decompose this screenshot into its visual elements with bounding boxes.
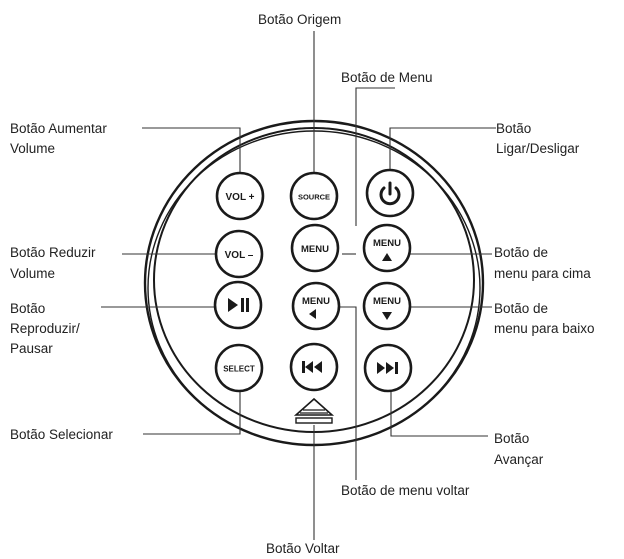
source-button[interactable]: SOURCE [289, 171, 339, 221]
label-menu: Botão de Menu [341, 70, 433, 85]
label-select: Botão Selecionar [10, 427, 113, 442]
label-back: Botão Voltar [266, 541, 340, 556]
arrow-down-icon [382, 312, 392, 320]
source-label: SOURCE [298, 193, 330, 202]
menu-left-button[interactable]: MENU [291, 281, 341, 331]
label-next-2: Avançar [494, 452, 544, 467]
play-pause-button[interactable] [213, 280, 263, 330]
power-button[interactable] [365, 168, 415, 218]
select-label: SELECT [223, 365, 255, 374]
menu-up-label: MENU [373, 238, 401, 249]
label-menu-back: Botão de menu voltar [341, 483, 470, 498]
label-vol-down-1: Botão Reduzir [10, 245, 96, 260]
callout-labels: Botão Origem Botão de Menu Botão Aumenta… [10, 12, 595, 556]
vol-up-button[interactable]: VOL + [215, 171, 265, 221]
arrow-up-icon [382, 253, 392, 261]
label-vol-up-2: Volume [10, 141, 55, 156]
label-play-pause-1: Botão [10, 301, 45, 316]
label-vol-down-2: Volume [10, 266, 55, 281]
eject-icon [293, 397, 335, 424]
menu-left-label: MENU [302, 296, 330, 307]
label-menu-down-1: Botão de [494, 301, 548, 316]
skip-back-icon [302, 361, 322, 373]
skip-forward-icon [377, 362, 398, 374]
power-icon [379, 181, 401, 206]
label-power-1: Botão [496, 121, 531, 136]
back-button[interactable] [289, 342, 339, 392]
select-button[interactable]: SELECT [214, 343, 264, 393]
menu-label: MENU [301, 244, 329, 255]
label-menu-up-2: menu para cima [494, 266, 591, 281]
label-power-2: Ligar/Desligar [496, 141, 580, 156]
menu-down-button[interactable]: MENU [362, 281, 412, 331]
leader-lines [101, 31, 496, 540]
play-pause-icon [228, 298, 249, 312]
label-vol-up-1: Botão Aumentar [10, 121, 107, 136]
label-next-1: Botão [494, 431, 529, 446]
label-menu-up-1: Botão de [494, 245, 548, 260]
menu-up-button[interactable]: MENU [362, 223, 412, 273]
label-play-pause-2: Reproduzir/ [10, 321, 80, 336]
arrow-left-icon [309, 309, 316, 319]
vol-down-label: VOL – [225, 250, 254, 261]
vol-down-button[interactable]: VOL – [214, 229, 264, 279]
vol-up-label: VOL + [226, 192, 255, 203]
label-play-pause-3: Pausar [10, 341, 53, 356]
label-menu-down-2: menu para baixo [494, 321, 595, 336]
next-button[interactable] [363, 343, 413, 393]
label-source: Botão Origem [258, 12, 341, 27]
menu-down-label: MENU [373, 296, 401, 307]
menu-button[interactable]: MENU [290, 223, 340, 273]
